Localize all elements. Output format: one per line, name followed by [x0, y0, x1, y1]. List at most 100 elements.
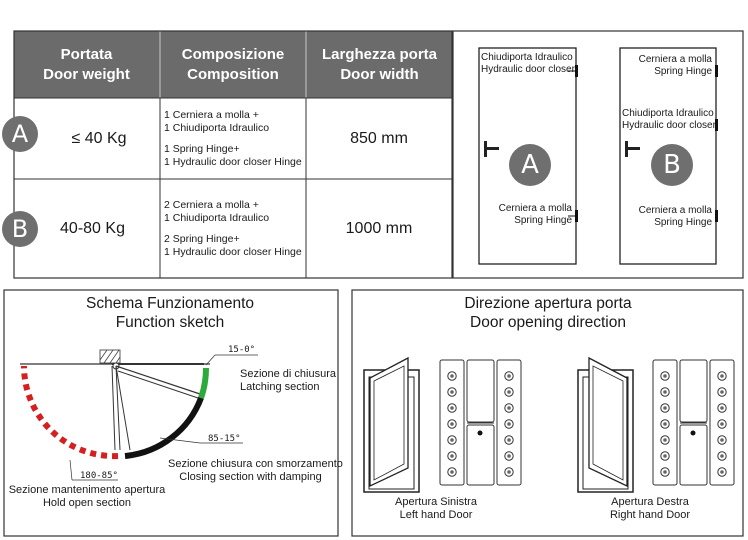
screw-hole-center-icon	[450, 374, 454, 378]
row-b-composition: 2 Cerniera a molla + 1 Chiudiporta Idrau…	[164, 199, 304, 258]
row-b-weight: 40-80 Kg	[60, 219, 125, 237]
row-b-composition-line-5: 1 Hydraulic door closer Hinge	[164, 245, 302, 258]
hinge-pin-icon	[690, 430, 696, 436]
door-a-closer-label-en: Hydraulic door closer	[481, 64, 575, 75]
door-b-spring-hinge-top	[715, 65, 718, 77]
angle-closing-label: 85-15°	[208, 434, 241, 444]
right-hand-door-label-en: Right hand Door	[609, 509, 691, 521]
hold-open-section-label-en: Hold open section	[42, 497, 132, 509]
right-door-frame-icon	[577, 356, 634, 493]
door-b-spring-top-label-en: Spring Hinge	[654, 66, 712, 77]
row-b-composition-line-4: 2 Spring Hinge+	[164, 233, 240, 245]
screw-hole-center-icon	[450, 470, 454, 474]
screw-hole-center-icon	[663, 438, 667, 442]
latch-section-label-en: Latching section	[240, 381, 320, 393]
left-door-frame-icon	[363, 356, 420, 493]
door-b-closer-label-it: Chiudiporta Idraulico	[622, 108, 714, 119]
latch-section-label-it: Sezione di chiusura	[240, 368, 337, 380]
header-composition-it: Composizione	[181, 45, 285, 63]
screw-hole-center-icon	[720, 406, 724, 410]
closing-section-label: Sezione chiusura con smorzamento Closing…	[168, 458, 343, 484]
screw-hole-center-icon	[507, 390, 511, 394]
screw-hole-center-icon	[720, 438, 724, 442]
latch-section-label: Sezione di chiusura Latching section	[240, 368, 336, 394]
door-b-spring-bottom-label: Cerniera a molla Spring Hinge	[630, 205, 712, 229]
wall-hatch	[99, 349, 121, 364]
screw-hole-center-icon	[507, 454, 511, 458]
header-composition: Composizione Composition	[161, 31, 305, 98]
row-a-composition-line-5: 1 Hydraulic door closer Hinge	[164, 155, 302, 168]
screw-hole-center-icon	[720, 470, 724, 474]
latch-section-arc	[198, 367, 210, 399]
angle-latch-label: 15-0°	[228, 345, 256, 355]
door-b-closer-label: Chiudiporta Idraulico Hydraulic door clo…	[622, 108, 716, 132]
row-a-composition-line-2: 1 Chiudiporta Idraulico	[164, 121, 270, 134]
header-door-width-it: Larghezza porta	[321, 45, 438, 63]
right-hand-door-label: Apertura Destra Right hand Door	[590, 496, 710, 522]
door-b-spring-bottom-label-en: Spring Hinge	[654, 217, 712, 228]
hold-open-section-arc	[20, 365, 119, 460]
screw-hole-center-icon	[450, 438, 454, 442]
screw-hole-center-icon	[663, 374, 667, 378]
left-hand-door-label-en: Left hand Door	[399, 509, 473, 521]
screw-hole-center-icon	[507, 374, 511, 378]
door-b-closer-hinge	[715, 119, 718, 131]
door-b-spring-hinge-bottom	[715, 210, 718, 222]
function-sketch-title: Schema Funzionamento Function sketch	[40, 294, 300, 332]
door-a-handle-icon	[484, 141, 499, 157]
row-b-composition-line-2: 1 Chiudiporta Idraulico	[164, 211, 270, 224]
screw-hole-center-icon	[720, 374, 724, 378]
screw-hole-center-icon	[663, 390, 667, 394]
screw-hole-center-icon	[663, 470, 667, 474]
door-b-badge: B	[651, 144, 693, 186]
screw-hole-center-icon	[450, 406, 454, 410]
hold-open-section-label-it: Sezione mantenimento apertura	[8, 484, 166, 496]
hold-open-section-label: Sezione mantenimento apertura Hold open …	[6, 484, 168, 510]
screw-hole-center-icon	[450, 422, 454, 426]
door-a-closer-hinge	[575, 65, 578, 77]
row-a-weight: ≤ 40 Kg	[71, 129, 127, 147]
screw-hole-center-icon	[663, 422, 667, 426]
screw-hole-center-icon	[450, 390, 454, 394]
screw-hole-center-icon	[507, 470, 511, 474]
row-a-composition: 1 Cerniera a molla + 1 Chiudiporta Idrau…	[164, 109, 304, 168]
door-a-spring-label-it: Cerniera a molla	[498, 203, 572, 214]
left-hinge-icon	[439, 359, 522, 486]
screw-hole-center-icon	[720, 390, 724, 394]
function-sketch-title-en: Function sketch	[115, 314, 225, 331]
left-hand-door-label: Apertura Sinistra Left hand Door	[376, 496, 496, 522]
hinge-pin-icon	[477, 430, 483, 436]
screw-hole-center-icon	[720, 422, 724, 426]
screw-hole-center-icon	[507, 438, 511, 442]
screw-hole-center-icon	[507, 422, 511, 426]
door-direction-title-en: Door opening direction	[470, 314, 626, 331]
screw-hole-center-icon	[663, 406, 667, 410]
row-a-width: 850 mm	[350, 129, 408, 147]
door-direction-title-it: Direzione apertura porta	[464, 295, 632, 312]
row-a-composition-line-1: 1 Cerniera a molla +	[164, 109, 259, 121]
header-door-weight-en: Door weight	[43, 65, 130, 83]
header-composition-en: Composition	[187, 65, 279, 83]
function-sketch-title-it: Schema Funzionamento	[85, 295, 254, 312]
closing-section-label-en: Closing section with damping	[179, 471, 322, 483]
screw-hole-center-icon	[507, 406, 511, 410]
row-b-composition-line-1: 2 Cerniera a molla +	[164, 199, 259, 211]
left-hand-door-label-it: Apertura Sinistra	[395, 496, 477, 508]
door-a-badge: A	[509, 144, 551, 186]
door-a-spring-hinge	[575, 210, 578, 222]
header-door-weight: Portata Door weight	[14, 31, 159, 98]
door-b-handle-icon	[625, 141, 640, 157]
header-door-weight-it: Portata	[60, 45, 113, 63]
row-a-badge: A	[2, 116, 38, 152]
right-hand-door-label-it: Apertura Destra	[611, 496, 689, 508]
door-a-closer-label: Chiudiporta Idraulico Hydraulic door clo…	[481, 52, 575, 76]
door-b-closer-label-en: Hydraulic door closer	[622, 120, 716, 131]
door-b-spring-top-label: Cerniera a molla Spring Hinge	[630, 54, 712, 78]
closing-section-label-it: Sezione chiusura con smorzamento	[168, 458, 343, 470]
row-b-badge: B	[2, 211, 38, 247]
door-direction-title: Direzione apertura porta Door opening di…	[400, 294, 696, 332]
screw-hole-center-icon	[663, 454, 667, 458]
